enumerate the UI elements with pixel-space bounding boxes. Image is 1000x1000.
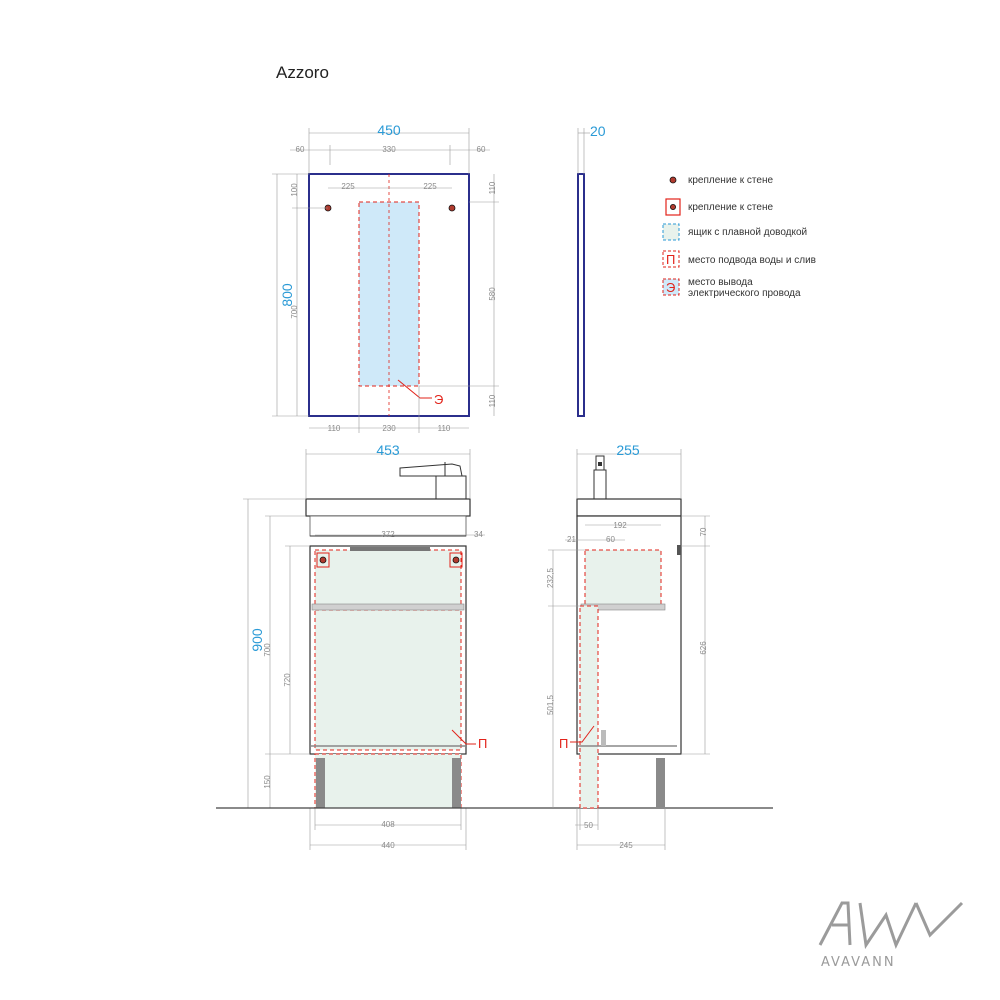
cabinet-dim-440: 440 [381,841,395,850]
drawer-zone [314,549,462,607]
legend-item-1: крепление к стене [688,175,773,186]
side-dim-70: 70 [699,527,708,536]
faucet-body [435,475,467,500]
legend-mark-e: Э [666,280,675,295]
legend-item-4: место подвода воды и слив [688,255,816,266]
side-dim-501-5: 501,5 [546,694,555,715]
leg-left [316,758,325,808]
legend-item-3: ящик с плавной доводкой [688,227,807,238]
water-marker-side: П [559,736,568,751]
drawer-handle [350,547,430,551]
legend-item-5-line2: электрического провода [688,288,801,299]
water-supply-zone [314,609,462,751]
water-marker-front: П [478,736,487,751]
mirror-dim-110-top: 110 [488,181,497,194]
mirror-dim-110-bottom-right: 110 [438,424,451,433]
logo-text: AVAVANN [821,955,896,970]
mirror-side-view: 20 [577,123,606,417]
side-dim-192: 192 [613,521,627,530]
electric-outlet-icon [662,278,680,296]
cabinet-mount-left [319,556,327,564]
legend-item-5-line1: место вывода [688,277,753,288]
cabinet-dim-372: 372 [381,530,395,539]
side-dim-60: 60 [606,535,615,544]
mirror-height: 800 [279,283,295,307]
cabinet-dim-34: 34 [474,530,483,539]
legend: крепление к стене крепление к стене ящик… [662,175,816,299]
side-dim-21: 21 [567,535,576,544]
cabinet-dim-700: 700 [263,643,272,657]
side-leg [656,758,665,808]
cabinet-dim-720: 720 [283,673,292,687]
cabinet-dim-408: 408 [381,820,395,829]
electric-marker: Э [434,392,443,407]
cabinet-width: 453 [376,442,400,458]
wall-mount-dot-icon [669,176,677,184]
cabinet-depth: 255 [616,442,640,458]
mirror-dim-330: 330 [382,145,396,154]
side-dim-50: 50 [584,821,593,830]
soft-close-drawer-icon [662,223,680,241]
mirror-dim-100: 100 [290,183,299,197]
basin-top [305,498,471,517]
shelf [311,603,465,611]
mirror-dim-60-right: 60 [477,145,486,154]
side-water-zone [579,605,599,809]
cabinet-height: 900 [249,628,265,652]
mirror-dim-230: 230 [382,424,396,433]
side-dim-626: 626 [699,641,708,655]
legend-mark-p: П [666,252,675,267]
leg-right [452,758,461,808]
brand-logo: AVAVANN [818,901,964,970]
floor-zone [314,753,462,809]
mirror-dim-225-right: 225 [423,182,437,191]
mirror-dim-580: 580 [488,287,497,301]
mirror-width: 450 [377,122,401,138]
mirror-dim-60-left: 60 [296,145,305,154]
side-dim-232-5: 232,5 [546,567,555,588]
cabinet-dim-150: 150 [263,775,272,789]
faucet-spout [399,463,463,477]
water-supply-icon [662,250,680,268]
side-dim-245: 245 [619,841,633,850]
electric-leader [397,379,432,399]
cabinet-side-view: П 255 192 21 60 70 626 232,5 501,5 50 24… [546,442,710,850]
side-drawer-zone [584,549,662,607]
cabinet-front-view: П 453 372 34 900 700 720 150 408 440 [243,442,487,850]
product-title: Azzoro [276,63,329,82]
cabinet-mount-right [452,556,460,564]
mirror-dim-110-bottom: 110 [488,394,497,407]
mirror-dim-700: 700 [290,305,299,319]
mirror-dim-110-bottom-left: 110 [328,424,341,433]
wall-mount-right [448,204,456,212]
mirror-depth: 20 [590,123,606,139]
mirror-side-outline [577,173,585,417]
basin-side [576,498,682,517]
mirror-dim-225-left: 225 [341,182,355,191]
legend-item-2: крепление к стене [688,202,773,213]
mirror-front-view: Э 450 60 330 60 225 225 800 100 700 110 … [272,122,499,433]
faucet-side [593,469,607,501]
